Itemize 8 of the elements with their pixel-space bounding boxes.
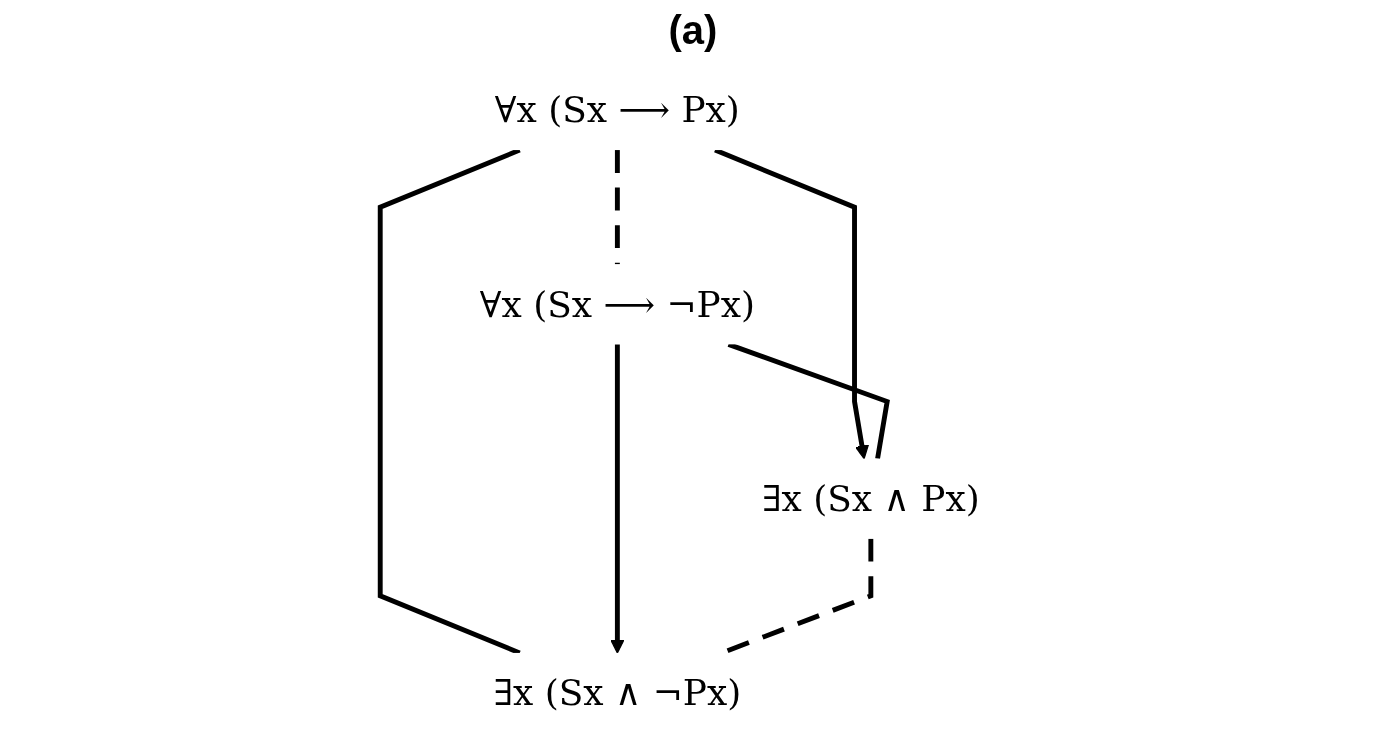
node-text: ∃x (Sx ∧ ¬Px): [493, 672, 742, 714]
node-text: ∀x (Sx ⟶ ¬Px): [479, 283, 755, 325]
node-text: ∃x (Sx ∧ Px): [762, 478, 980, 520]
panel-label: (a): [668, 8, 718, 53]
node-text: ∀x (Sx ⟶ Px): [494, 89, 740, 131]
connector: [727, 342, 890, 460]
arrow: [610, 344, 625, 654]
connector: [614, 150, 620, 265]
